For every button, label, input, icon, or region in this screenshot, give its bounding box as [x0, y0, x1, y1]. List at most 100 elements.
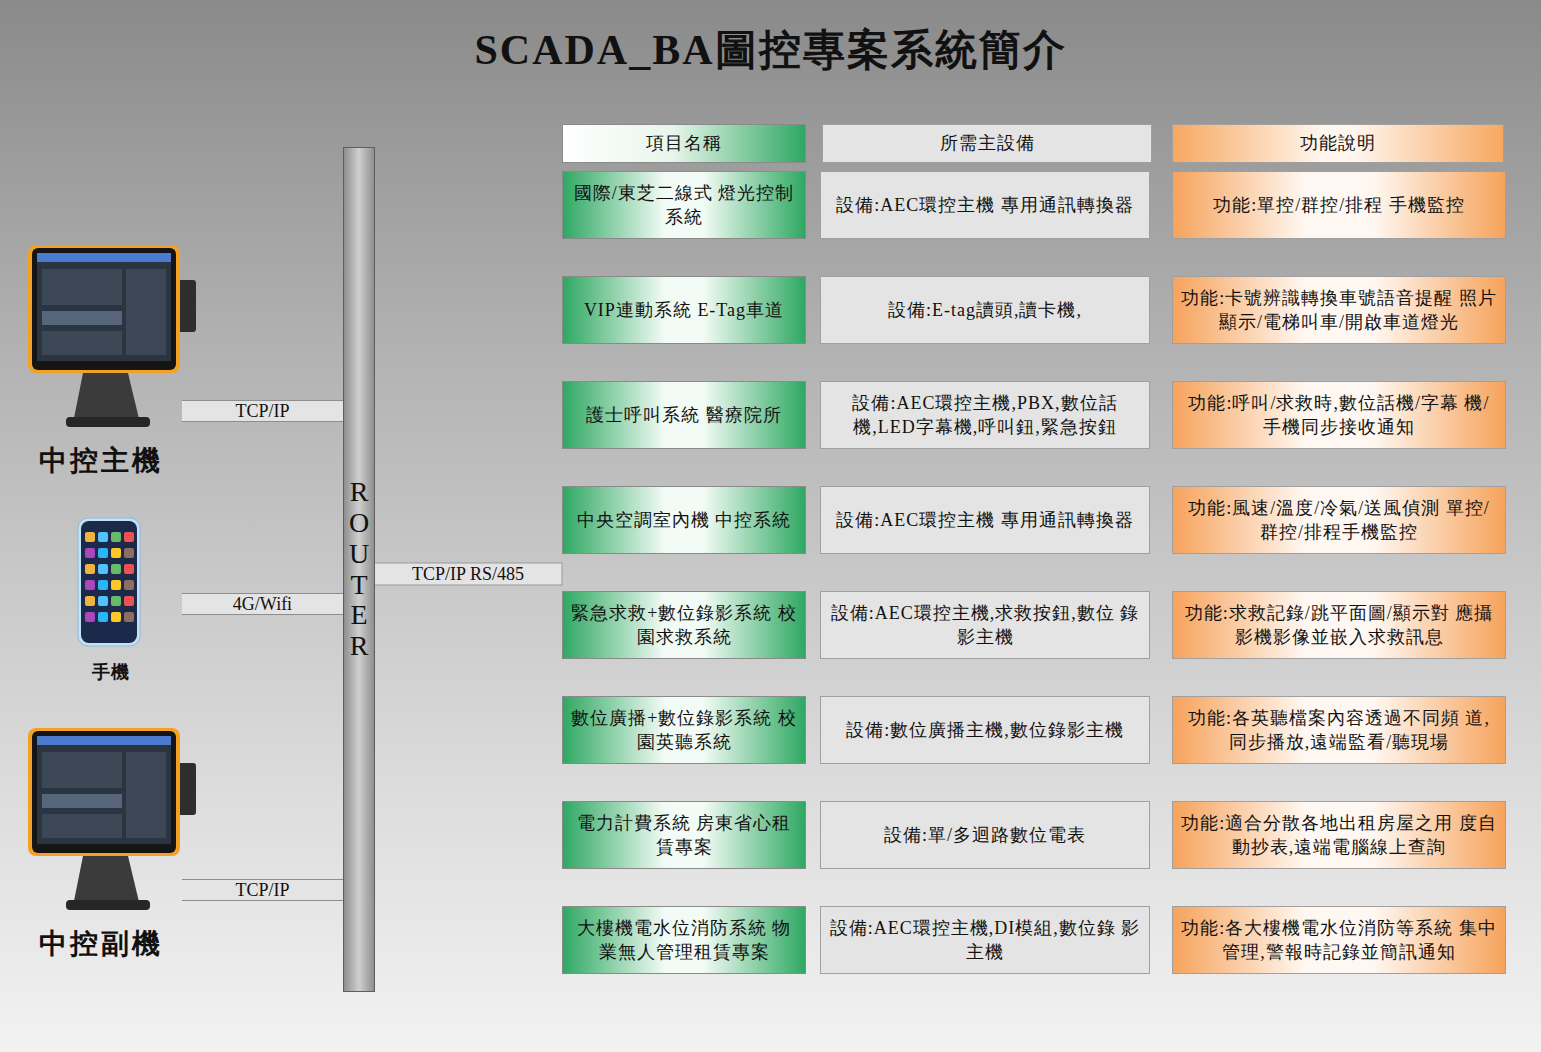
table-cell: 功能:呼叫/求救時,數位話機/字幕 機/手機同步接收通知 — [1172, 381, 1506, 449]
table-cell: 功能:風速/溫度/冷氣/送風偵測 單控/群控/排程手機監控 — [1172, 486, 1506, 554]
app-icon — [98, 612, 108, 622]
phone-body — [78, 518, 140, 646]
table-cell: 設備:E-tag讀頭,讀卡機, — [820, 276, 1150, 344]
app-icon — [124, 596, 134, 606]
table-cell: 設備:AEC環控主機,DI模組,數位錄 影主機 — [820, 906, 1150, 974]
app-icon — [124, 564, 134, 574]
link-outline — [182, 593, 343, 615]
table-cell: 中央空調室內機 中控系統 — [562, 486, 806, 554]
page-title: SCADA_BA圖控專案系統簡介 — [0, 22, 1541, 78]
node-text: ROUTER — [345, 477, 373, 662]
node-text: 設備:AEC環控主機 專用通訊轉換器 — [836, 508, 1134, 532]
app-icon — [111, 548, 121, 558]
node-text: 大樓機電水位消防系統 物業無人管理租賃專案 — [571, 916, 797, 965]
table-cell: 數位廣播+數位錄影系統 校園英聽系統 — [562, 696, 806, 764]
app-icon — [124, 580, 134, 590]
link-band — [182, 594, 343, 614]
table-cell: 功能:適合分散各地出租房屋之用 度自動抄表,遠端電腦線上查詢 — [1172, 801, 1506, 869]
node-text: 設備:AEC環控主機,DI模組,數位錄 影主機 — [829, 916, 1141, 965]
device-node: 中控副機 — [20, 723, 182, 963]
node-text: 國際/東芝二線式 燈光控制系統 — [571, 181, 797, 230]
table-cell: 設備:數位廣播主機,數位錄影主機 — [820, 696, 1150, 764]
app-icon — [111, 612, 121, 622]
node-text: 功能:呼叫/求救時,數位話機/字幕 機/手機同步接收通知 — [1181, 391, 1497, 440]
link-band — [182, 401, 343, 421]
table-cell: 功能說明 — [1172, 124, 1504, 163]
node-text: VIP連動系統 E-Tag車道 — [584, 298, 784, 322]
table-cell: 設備:AEC環控主機,求救按鈕,數位 錄影主機 — [820, 591, 1150, 659]
node-text: 設備:單/多迴路數位電表 — [884, 823, 1086, 847]
table-cell: 電力計費系統 房東省心租賃專案 — [562, 801, 806, 869]
node-text: 功能:求救記錄/跳平面圖/顯示對 應攝影機影像並嵌入求救訊息 — [1181, 601, 1497, 650]
node-text: 功能:各英聽檔案內容透過不同頻 道,同步播放,遠端監看/聽現場 — [1181, 706, 1497, 755]
device-node: 手機 — [40, 512, 182, 684]
node-text: 功能:卡號辨識轉換車號語音提醒 照片顯示/電梯叫車/開啟車道燈光 — [1181, 286, 1497, 335]
app-icon — [85, 612, 95, 622]
node-text: 所需主設備 — [940, 131, 1035, 155]
table-cell: 設備:AEC環控主機,PBX,數位話 機,LED字幕機,呼叫鈕,緊急按鈕 — [820, 381, 1150, 449]
table-cell: 緊急求救+數位錄影系統 校園求救系統 — [562, 591, 806, 659]
app-icon — [98, 580, 108, 590]
app-icon — [98, 532, 108, 542]
table-cell: 國際/東芝二線式 燈光控制系統 — [562, 171, 806, 239]
node-text: 中控副機 — [39, 925, 163, 963]
app-icon — [124, 548, 134, 558]
app-icon — [85, 548, 95, 558]
table-cell: VIP連動系統 E-Tag車道 — [562, 276, 806, 344]
monitor-picture — [28, 245, 196, 427]
phone-screen — [81, 521, 137, 643]
link-label: TCP/IP — [232, 401, 292, 421]
app-icon — [85, 580, 95, 590]
node-text: 設備:數位廣播主機,數位錄影主機 — [846, 718, 1124, 742]
table-cell: 護士呼叫系統 醫療院所 — [562, 381, 806, 449]
node-text: 功能說明 — [1300, 131, 1376, 155]
app-icon — [124, 532, 134, 542]
node-text: 功能:風速/溫度/冷氣/送風偵測 單控/群控/排程手機監控 — [1181, 496, 1497, 545]
table-cell: 設備:AEC環控主機 專用通訊轉換器 — [820, 486, 1150, 554]
monitor-picture — [28, 728, 196, 910]
device-node: 中控主機 — [20, 240, 182, 480]
app-icon — [124, 612, 134, 622]
app-icon — [85, 564, 95, 574]
app-icon — [85, 532, 95, 542]
link-label: TCP/IP — [232, 880, 292, 900]
node-text: 設備:AEC環控主機,求救按鈕,數位 錄影主機 — [829, 601, 1141, 650]
router-bar: ROUTER — [343, 147, 375, 992]
node-text: 設備:AEC環控主機 專用通訊轉換器 — [836, 193, 1134, 217]
table-cell: 功能:求救記錄/跳平面圖/顯示對 應攝影機影像並嵌入求救訊息 — [1172, 591, 1506, 659]
link-outline — [182, 400, 343, 422]
node-text: 中控主機 — [39, 442, 163, 480]
node-text: 護士呼叫系統 醫療院所 — [586, 403, 782, 427]
phone-picture — [78, 518, 140, 646]
node-text: 中央空調室內機 中控系統 — [577, 508, 792, 532]
link-band — [182, 880, 343, 900]
table-cell: 大樓機電水位消防系統 物業無人管理租賃專案 — [562, 906, 806, 974]
table-cell: 功能:單控/群控/排程 手機監控 — [1172, 171, 1506, 239]
table-cell: 設備:單/多迴路數位電表 — [820, 801, 1150, 869]
node-text: 手機 — [92, 660, 130, 684]
node-text: 緊急求救+數位錄影系統 校園求救系統 — [571, 601, 797, 650]
table-cell: 功能:各大樓機電水位消防等系統 集中管理,警報時記錄並簡訊通知 — [1172, 906, 1506, 974]
app-icon — [98, 564, 108, 574]
bus-band — [374, 563, 562, 585]
table-cell: 所需主設備 — [822, 124, 1152, 163]
node-text: 電力計費系統 房東省心租賃專案 — [571, 811, 797, 860]
table-cell: 功能:卡號辨識轉換車號語音提醒 照片顯示/電梯叫車/開啟車道燈光 — [1172, 276, 1506, 344]
node-text: 設備:AEC環控主機,PBX,數位話 機,LED字幕機,呼叫鈕,緊急按鈕 — [829, 391, 1141, 440]
node-text: 設備:E-tag讀頭,讀卡機, — [888, 298, 1082, 322]
node-text: 功能:單控/群控/排程 手機監控 — [1213, 193, 1465, 217]
app-icon — [111, 596, 121, 606]
table-cell: 功能:各英聽檔案內容透過不同頻 道,同步播放,遠端監看/聽現場 — [1172, 696, 1506, 764]
app-icon — [111, 580, 121, 590]
app-icon — [98, 548, 108, 558]
node-text: 功能:各大樓機電水位消防等系統 集中管理,警報時記錄並簡訊通知 — [1181, 916, 1497, 965]
app-icon — [85, 596, 95, 606]
app-icon — [111, 532, 121, 542]
app-icon — [98, 596, 108, 606]
app-icon — [111, 564, 121, 574]
table-cell: 項目名稱 — [562, 124, 806, 163]
bus-label: TCP/IP RS/485 — [409, 564, 527, 584]
node-text: 項目名稱 — [646, 131, 722, 155]
link-label: 4G/Wifi — [230, 594, 295, 614]
node-text: 數位廣播+數位錄影系統 校園英聽系統 — [571, 706, 797, 755]
